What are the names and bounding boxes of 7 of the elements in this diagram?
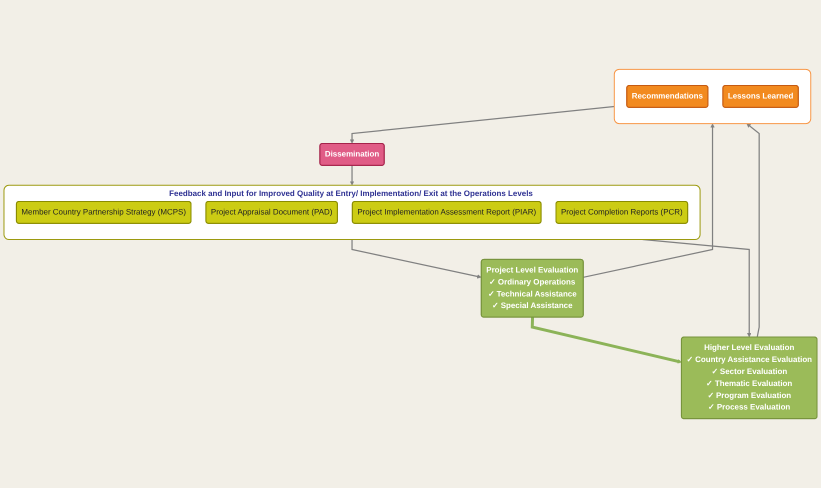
arrow (583, 123, 715, 278)
arrow (351, 240, 482, 279)
arrow (350, 165, 354, 186)
arrow (746, 123, 760, 338)
cluster (614, 68, 812, 124)
arrow (530, 317, 682, 364)
arrow (350, 106, 614, 144)
